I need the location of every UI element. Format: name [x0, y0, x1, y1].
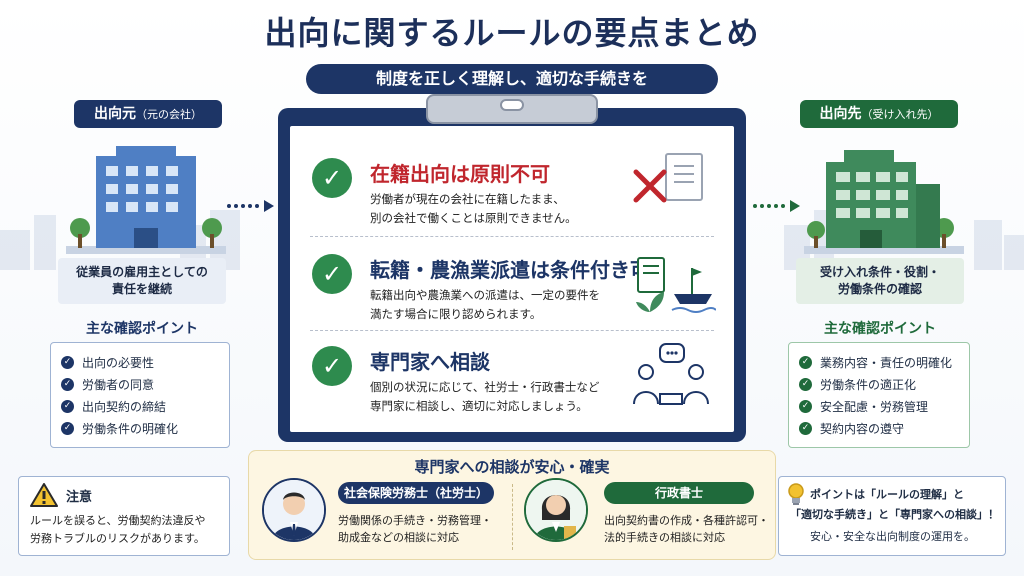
caution-title: 注意 [66, 490, 93, 505]
labor-consultant-badge: 社会保険労務士（社労士） [338, 482, 494, 504]
list-item-label: 労働者の同意 [82, 377, 155, 392]
role-desc-line: 出向契約書の作成・各種許認可・ [604, 514, 769, 527]
destination-info-line1: 受け入れ条件・役割・ [819, 265, 940, 279]
source-tag-note: （元の会社） [136, 108, 202, 121]
list-item: ✓ 労働条件の明確化 [61, 417, 219, 439]
source-info-line1: 従業員の雇用主としての [76, 265, 208, 279]
source-company-tag: 出向元（元の会社） [74, 100, 222, 128]
clipboard-clip-hole [500, 99, 524, 111]
list-item-label: 業務内容・責任の明確化 [820, 355, 953, 370]
expert-panel-title: 専門家への相談が安心・確実 [414, 458, 610, 476]
role-desc-line: 法的手続きの相談に対応 [604, 531, 725, 544]
destination-tag-note: （受け入れ先） [861, 108, 939, 121]
list-item-label: 安全配慮・労務管理 [820, 399, 929, 414]
source-tag-label: 出向元 [94, 106, 136, 122]
check-icon: ✓ [61, 421, 74, 435]
list-item: ✓ 安全配慮・労務管理 [799, 395, 959, 417]
source-points-title: 主な確認ポイント [86, 321, 198, 337]
rule-heading: 専門家へ相談 [370, 350, 490, 374]
scrivener-description: 出向契約書の作成・各種許認可・ 法的手続きの相談に対応 [604, 512, 769, 546]
warning-icon [30, 483, 58, 507]
check-icon: ✓ [799, 377, 812, 391]
rule-body-line: 別の会社で働くことは原則できません。 [370, 211, 577, 225]
destination-tag-label: 出向先 [819, 106, 862, 122]
list-item-label: 契約内容の遵守 [820, 421, 905, 436]
destination-conditions-box: 受け入れ条件・役割・ 労働条件の確認 [796, 258, 964, 304]
caution-line: ルールを誤ると、労働契約法違反や [30, 514, 206, 527]
list-item-label: 労働条件の適正化 [820, 377, 917, 392]
check-icon: ✓ [799, 399, 812, 413]
summary-box [778, 476, 1006, 556]
rule-body-line: 個別の状況に応じて、社労士・行政書士など [370, 380, 600, 394]
rule-body-line: 専門家に相談し、適切に対応しましょう。 [370, 399, 588, 413]
destination-points-title: 主な確認ポイント [824, 321, 936, 337]
page-title: 出向に関するルールの要点まとめ [264, 14, 760, 52]
rule-body: 転籍出向や農漁業への派遣は、一定の要件を 満たす場合に限り認められます。 [370, 286, 640, 324]
caution-line: 労務トラブルのリスクがあります。 [30, 532, 205, 545]
list-item-label: 出向の必要性 [82, 355, 155, 370]
check-icon: ✓ [799, 421, 812, 435]
scrivener-avatar [524, 478, 588, 542]
rule-body: 個別の状況に応じて、社労士・行政書士など 専門家に相談し、適切に対応しましょう。 [370, 378, 640, 416]
destination-office-building-icon [804, 150, 964, 254]
subtitle-banner: 制度を正しく理解し、適切な手続きを [306, 64, 718, 94]
check-icon: ✓ [61, 377, 74, 391]
rule-body-line: 労働者が現在の会社に在籍したまま、 [370, 192, 565, 206]
consultation-people-icon [633, 343, 709, 405]
labor-consultant-description: 労働関係の手続き・労務管理・ 助成金などの相談に対応 [338, 512, 492, 546]
rule-body-line: 転籍出向や農漁業への派遣は、一定の要件を [370, 288, 600, 302]
destination-company-tag: 出向先（受け入れ先） [800, 100, 958, 128]
source-info-line2: 責任を継続 [111, 282, 172, 296]
caution-box [18, 476, 230, 556]
check-icon: ✓ [61, 399, 74, 413]
summary-line-2: 「適切な手続き」と「専門家への相談」！ [790, 508, 999, 521]
rule-body-line: 満たす場合に限り認められます。 [370, 307, 542, 321]
check-circle-icon: ✓ [312, 254, 352, 294]
labor-consultant-avatar [262, 478, 326, 542]
source-responsibility-box: 従業員の雇用主としての 責任を継続 [58, 258, 226, 304]
role-desc-line: 助成金などの相談に対応 [338, 531, 459, 544]
list-item: ✓ 出向の必要性 [61, 351, 219, 373]
role-desc-line: 労働関係の手続き・労務管理・ [338, 514, 492, 527]
caution-body: ルールを誤ると、労働契約法違反や 労務トラブルのリスクがあります。 [30, 512, 226, 548]
list-item: ✓ 出向契約の締結 [61, 395, 219, 417]
arrow-dots-left-icon [227, 200, 274, 212]
prohibited-document-icon [633, 153, 703, 203]
source-office-building-icon [66, 146, 226, 254]
source-check-list: ✓ 出向の必要性 ✓ 労働者の同意 ✓ 出向契約の締結 ✓ 労働条件の明確化 [50, 342, 230, 448]
expert-divider [512, 484, 513, 550]
check-circle-icon: ✓ [312, 158, 352, 198]
lightbulb-icon [788, 483, 804, 505]
destination-info-line2: 労働条件の確認 [837, 282, 922, 296]
rule-divider [310, 236, 714, 237]
check-circle-icon: ✓ [312, 346, 352, 386]
rule-divider [310, 330, 714, 331]
list-item: ✓ 契約内容の遵守 [799, 417, 959, 439]
rule-heading: 転籍・農漁業派遣は条件付き可 [370, 258, 650, 282]
check-icon: ✓ [799, 355, 812, 369]
list-item: ✓ 業務内容・責任の明確化 [799, 351, 959, 373]
rule-heading: 在籍出向は原則不可 [370, 162, 550, 186]
list-item: ✓ 労働者の同意 [61, 373, 219, 395]
list-item-label: 労働条件の明確化 [82, 421, 179, 436]
destination-check-list: ✓ 業務内容・責任の明確化 ✓ 労働条件の適正化 ✓ 安全配慮・労務管理 ✓ 契約内容の… [788, 342, 970, 448]
summary-line-3: 安心・安全な出向制度の運用を。 [810, 530, 975, 543]
summary-line-1: ポイントは「ルールの理解」と [810, 488, 964, 501]
agriculture-fishery-icon [636, 257, 716, 313]
rule-body: 労働者が現在の会社に在籍したまま、 別の会社で働くことは原則できません。 [370, 190, 640, 228]
scrivener-badge: 行政書士 [604, 482, 754, 504]
arrow-dots-right-icon [753, 200, 800, 212]
list-item: ✓ 労働条件の適正化 [799, 373, 959, 395]
list-item-label: 出向契約の締結 [82, 399, 167, 414]
businesswoman-icon [526, 480, 586, 540]
businessman-icon [264, 480, 324, 540]
check-icon: ✓ [61, 355, 74, 369]
